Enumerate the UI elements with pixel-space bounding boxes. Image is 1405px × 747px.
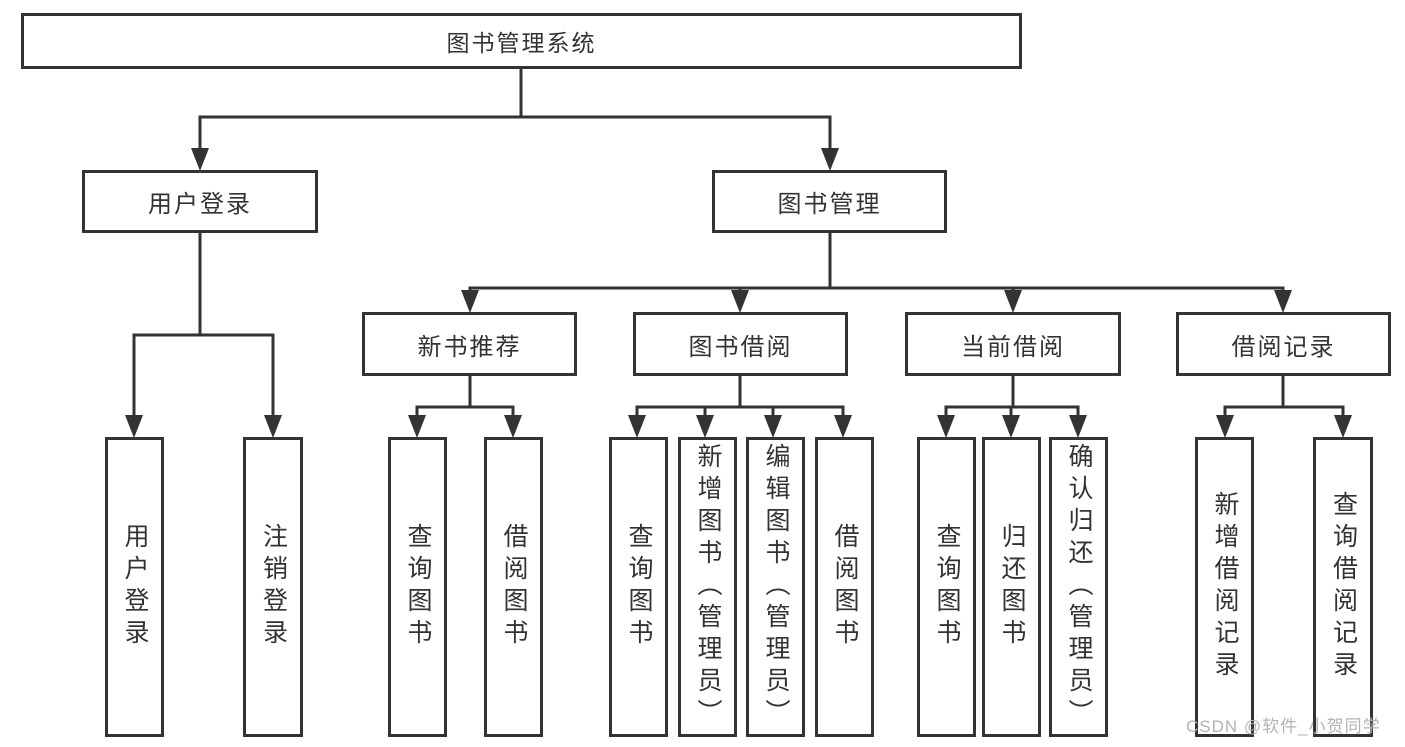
node-label: 注销登录: [259, 523, 288, 651]
node-label: 查询图书: [933, 523, 961, 651]
leaf-borrow-books-recommend: 借阅图书: [484, 437, 543, 737]
leaf-return-books: 归还图书: [982, 437, 1041, 737]
user-login-branch-connector: [125, 233, 282, 438]
leaf-query-books-current: 查询图书: [917, 437, 976, 737]
node-label: 用户登录: [148, 191, 252, 218]
node-label: 图书借阅: [688, 333, 793, 361]
arrowhead-icon: [1334, 415, 1352, 438]
new-book-recommend-branch-connector: [408, 376, 522, 438]
arrowhead-icon: [125, 415, 143, 438]
arrowhead-icon: [834, 415, 852, 438]
arrowhead-icon: [764, 415, 782, 438]
node-label: 新增图书（管理员）: [694, 443, 722, 731]
leaf-confirm-return-admin: 确认归还（管理员）: [1049, 437, 1108, 737]
node-borrow-records: 借阅记录: [1176, 312, 1391, 376]
leaf-edit-book-admin: 编辑图书（管理员）: [746, 437, 805, 737]
node-current-borrow: 当前借阅: [905, 312, 1121, 376]
book-borrow-branch-connector: [628, 376, 852, 438]
node-new-book-recommend: 新书推荐: [362, 312, 577, 376]
arrowhead-icon: [821, 148, 839, 171]
leaf-logout: 注销登录: [243, 437, 303, 737]
book-management-branch-connector: [461, 233, 1292, 313]
leaf-add-book-admin: 新增图书（管理员）: [678, 437, 737, 737]
node-label: 当前借阅: [961, 333, 1065, 361]
node-label: 借阅记录: [1231, 333, 1336, 361]
arrowhead-icon: [628, 415, 646, 438]
leaf-query-books-recommend: 查询图书: [388, 437, 447, 737]
node-book-management: 图书管理: [712, 170, 947, 233]
arrowhead-icon: [731, 290, 749, 313]
node-label: 新增借阅记录: [1211, 491, 1239, 683]
arrowhead-icon: [191, 148, 209, 171]
node-label: 借阅图书: [500, 523, 528, 651]
leaf-user-login: 用户登录: [105, 437, 164, 737]
leaf-query-books-borrow: 查询图书: [609, 437, 668, 737]
node-label: 查询图书: [625, 523, 653, 651]
arrowhead-icon: [1216, 415, 1234, 438]
arrowhead-icon: [408, 415, 426, 438]
node-user-login: 用户登录: [82, 170, 318, 233]
node-label: 图书管理: [777, 191, 882, 218]
arrowhead-icon: [1274, 290, 1292, 313]
node-label: 用户登录: [121, 523, 149, 651]
arrowhead-icon: [937, 415, 955, 438]
node-label: 确认归还（管理员）: [1065, 443, 1093, 731]
leaf-borrow-books: 借阅图书: [815, 437, 874, 737]
csdn-watermark: CSDN @软件_小贺同学: [1186, 717, 1381, 736]
arrowhead-icon: [1069, 415, 1087, 438]
arrowhead-icon: [504, 415, 522, 438]
node-label: 新书推荐: [417, 333, 522, 361]
arrowhead-icon: [1004, 290, 1022, 313]
node-label: 查询图书: [404, 523, 432, 651]
node-root-system: 图书管理系统: [21, 13, 1022, 69]
node-book-borrow: 图书借阅: [633, 312, 848, 376]
arrowhead-icon: [1002, 415, 1020, 438]
node-label: 借阅图书: [831, 523, 859, 651]
leaf-query-borrow-record: 查询借阅记录: [1313, 437, 1373, 737]
borrow-records-branch-connector: [1216, 376, 1352, 438]
node-label: 编辑图书（管理员）: [762, 443, 790, 731]
node-label: 归还图书: [998, 523, 1026, 651]
arrowhead-icon: [696, 415, 714, 438]
node-label: 查询借阅记录: [1329, 491, 1358, 683]
arrowhead-icon: [264, 415, 282, 438]
current-borrow-branch-connector: [937, 376, 1087, 438]
arrowhead-icon: [461, 290, 479, 313]
leaf-add-borrow-record: 新增借阅记录: [1195, 437, 1254, 737]
node-label: 图书管理系统: [446, 30, 597, 56]
root-to-level2-connector: [191, 69, 839, 171]
